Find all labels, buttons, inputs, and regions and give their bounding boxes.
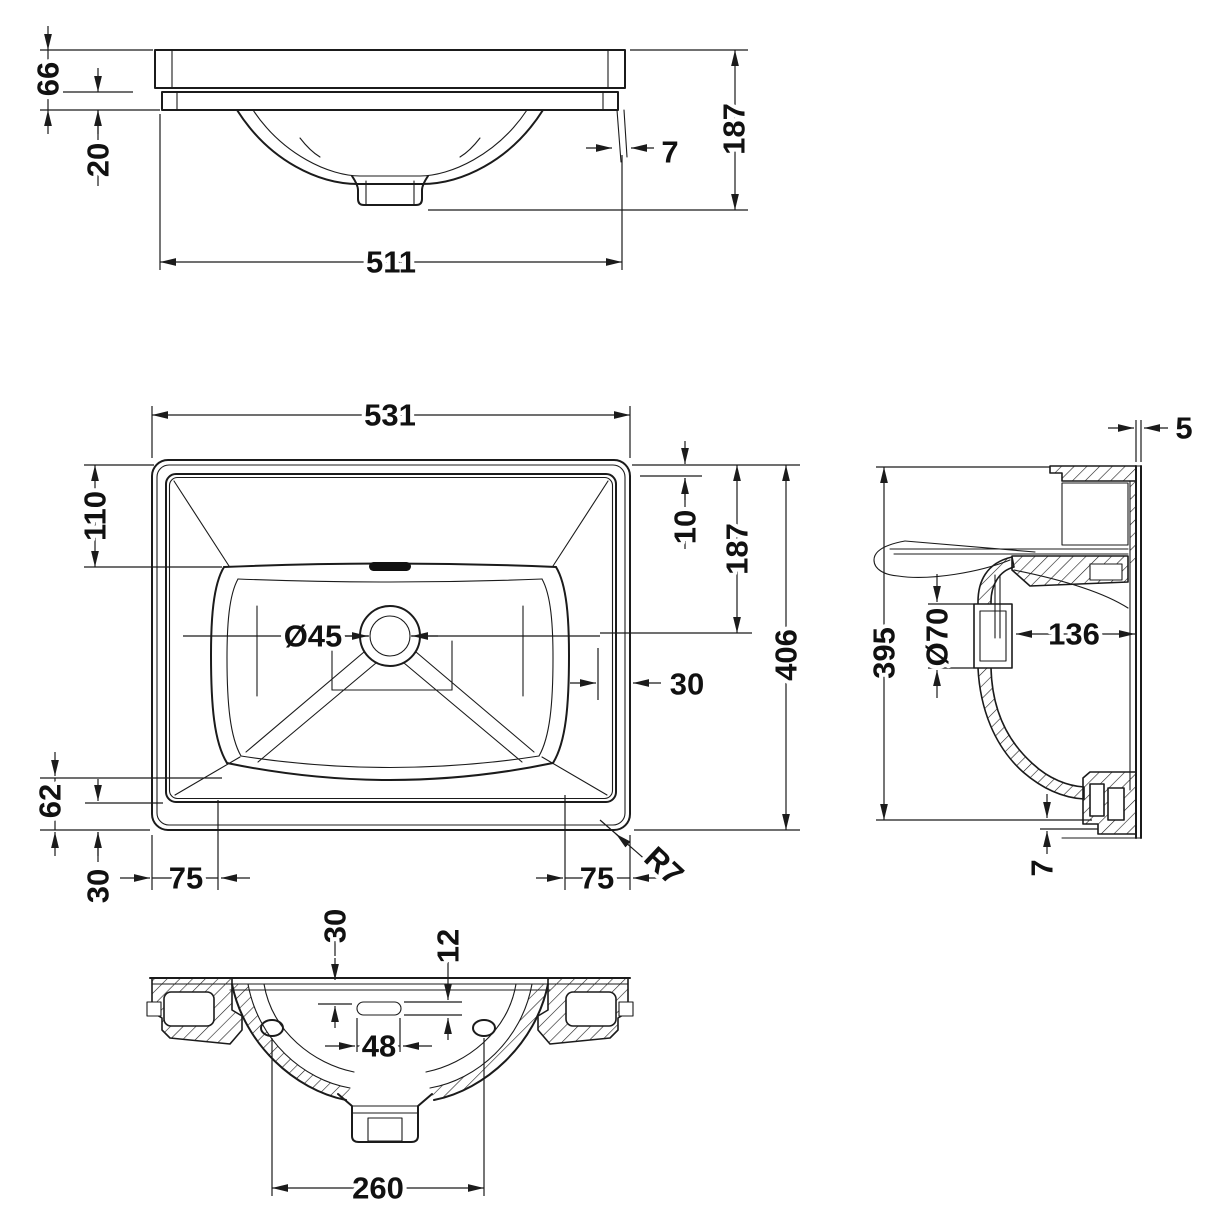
fixing-hole-right <box>472 1019 496 1037</box>
svg-text:7: 7 <box>661 135 678 170</box>
dim-side-height: 395 <box>863 466 1092 821</box>
dim-plan-side-offset: 30 <box>570 648 708 706</box>
front-elevation-view: 66 20 511 7 187 <box>27 26 756 284</box>
dim-bottom-hole-spacing: 260 <box>271 1038 485 1210</box>
dim-bottom-slot-height: 12 <box>404 925 470 1040</box>
dim-plan-left-offset: 75 <box>120 800 250 900</box>
dim-plan-drain-diameter: Ø45 <box>183 615 600 658</box>
svg-text:260: 260 <box>352 1171 404 1206</box>
dim-plan-front-inset: 62 <box>29 752 222 856</box>
dim-front-overall-depth: 187 <box>428 49 756 211</box>
dim-plan-depth: 406 <box>632 464 808 831</box>
svg-text:10: 10 <box>668 510 703 544</box>
dim-plan-width: 531 <box>151 394 631 458</box>
svg-text:66: 66 <box>31 62 66 96</box>
bottom-view: 30 12 48 260 <box>146 905 634 1210</box>
svg-text:7: 7 <box>1025 859 1060 876</box>
dim-side-wall-thickness: 5 <box>1108 407 1197 462</box>
svg-text:75: 75 <box>169 861 203 896</box>
svg-text:48: 48 <box>362 1029 396 1064</box>
svg-text:Ø45: Ø45 <box>284 619 343 654</box>
dim-plan-right-offset: 75 <box>536 795 659 900</box>
dim-plan-rim-offset: 10 <box>640 441 707 549</box>
dim-plan-center-depth: 187 <box>600 465 759 634</box>
svg-text:5: 5 <box>1175 411 1192 446</box>
svg-text:187: 187 <box>717 103 752 155</box>
dim-bottom-slot-width: 48 <box>325 1018 432 1068</box>
svg-text:187: 187 <box>720 523 755 575</box>
dim-side-trap-diameter: Ø70 <box>916 574 974 698</box>
svg-text:62: 62 <box>33 784 68 818</box>
svg-text:395: 395 <box>867 627 902 679</box>
dim-front-rim-height: 66 <box>27 26 160 134</box>
svg-text:110: 110 <box>78 491 113 541</box>
svg-text:30: 30 <box>670 667 704 702</box>
svg-text:75: 75 <box>580 861 614 896</box>
dim-plan-back-inset: 110 <box>74 464 222 568</box>
svg-text:20: 20 <box>81 143 116 177</box>
dim-bottom-slot-offset: 30 <box>314 905 357 1028</box>
fixing-hole-left <box>260 1019 284 1037</box>
svg-text:531: 531 <box>364 398 416 433</box>
dim-front-width: 511 <box>159 114 623 284</box>
side-section-view: 5 395 Ø70 136 7 <box>863 407 1197 881</box>
fixing-slot <box>356 1001 402 1016</box>
dim-side-foot-lip: 7 <box>1021 794 1098 881</box>
plan-view: 531 110 10 187 406 <box>29 394 808 908</box>
dim-front-back-lip: 7 <box>586 131 683 174</box>
svg-text:406: 406 <box>769 629 804 681</box>
dim-plan-apron: 30 <box>77 779 163 907</box>
svg-text:136: 136 <box>1048 617 1100 652</box>
svg-text:511: 511 <box>366 245 416 280</box>
svg-text:30: 30 <box>318 909 353 943</box>
svg-text:Ø70: Ø70 <box>920 608 955 667</box>
overflow-slot <box>369 562 411 571</box>
svg-text:12: 12 <box>431 929 466 963</box>
dim-front-deck-thickness: 20 <box>63 68 133 186</box>
svg-text:30: 30 <box>81 869 116 903</box>
dim-side-inner-width: 136 <box>1016 613 1135 656</box>
